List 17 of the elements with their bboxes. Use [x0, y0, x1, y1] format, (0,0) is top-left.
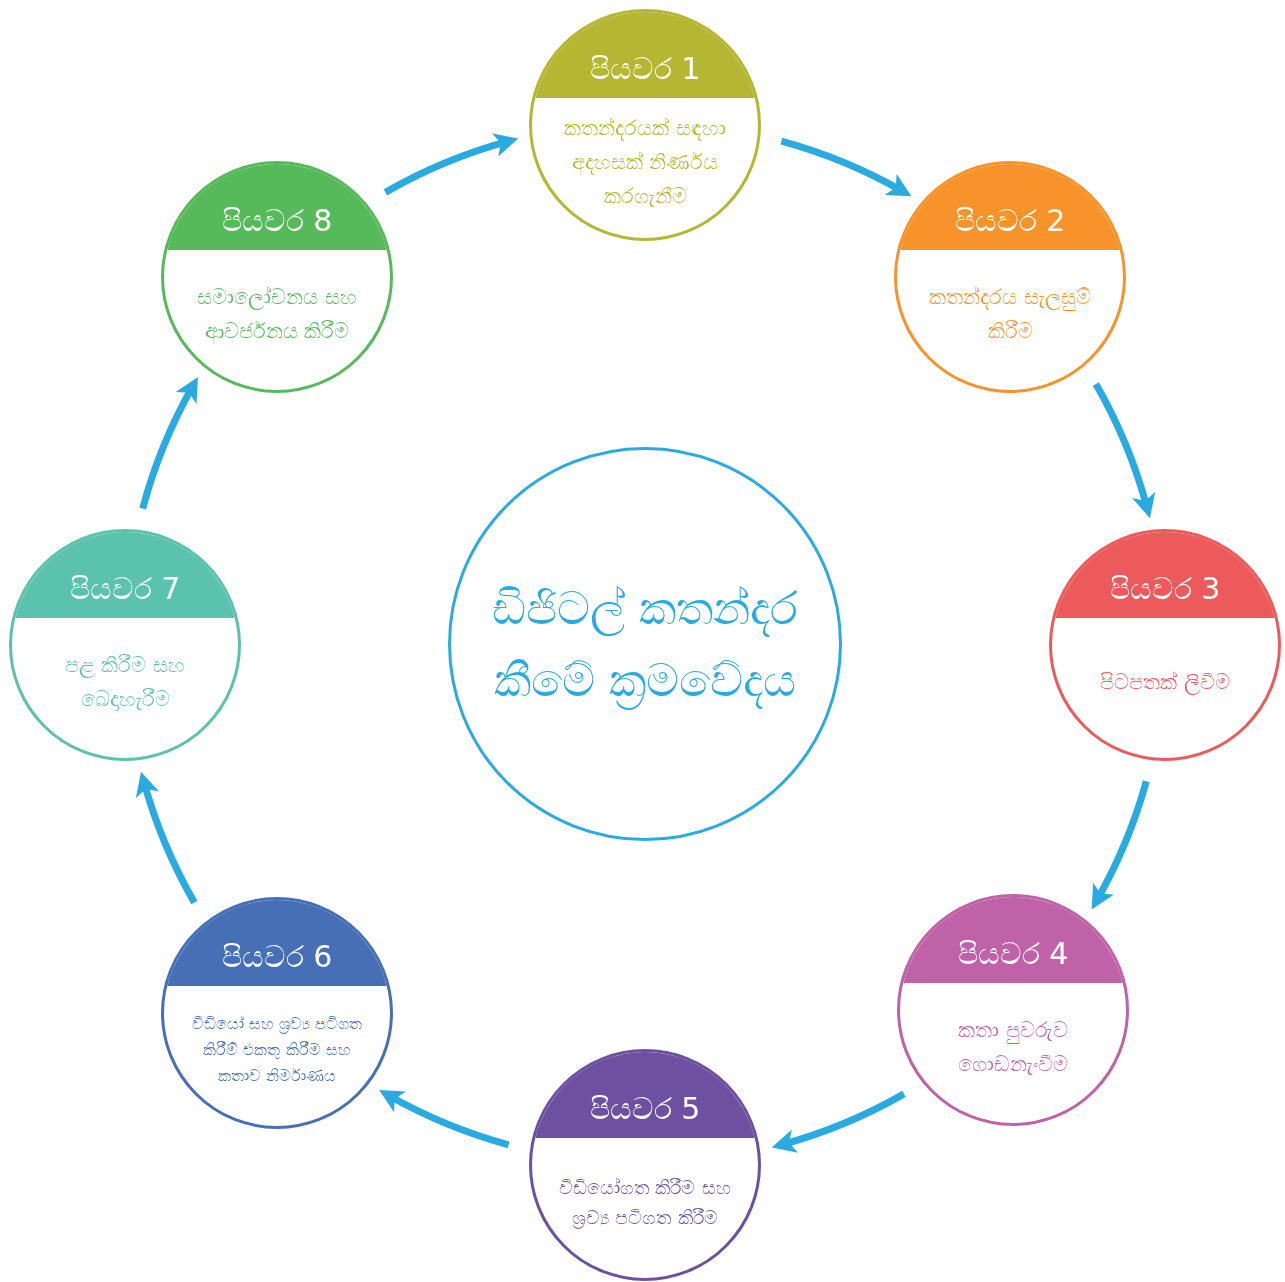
arrow — [136, 771, 198, 905]
arrow — [383, 133, 519, 196]
arrow — [1092, 382, 1155, 519]
step-description: වීඩියෝගත කිරීම සහ ශ්‍රව්‍ය පටිගත කිරීම — [558, 1175, 732, 1231]
step-description: සමාලෝචනය සහ ආවර්ජනය කිරීම — [196, 284, 358, 346]
step-description: කතන්දරය සැලසුම් කිරීම — [928, 284, 1092, 345]
step-description: පිටපතක් ලිවීම — [1100, 669, 1230, 697]
arrow — [780, 137, 912, 197]
step-description: කතා පුවරුව ගොඩනැංවීම — [957, 1017, 1069, 1078]
step-description: වීඩියෝ සහ ශ්‍රව්‍ය පටිගත කිරීම් එකතු කිරීම සහ කතාව නිර්මාණය — [190, 1013, 364, 1087]
step-description: කතන්දරයක් සඳහා අදහසක් නිර්ණය කරගැනීම — [563, 115, 727, 210]
arrow — [139, 376, 198, 510]
center-title: ඩිජිටල් කතන්දර කීමේ ක්‍රමවේදය — [475, 572, 815, 716]
arrow — [771, 1090, 906, 1153]
step-description: පළ කිරීම සහ බෙදාහැරීම — [63, 652, 187, 713]
arrow — [1091, 780, 1150, 910]
arrow — [378, 1090, 510, 1149]
